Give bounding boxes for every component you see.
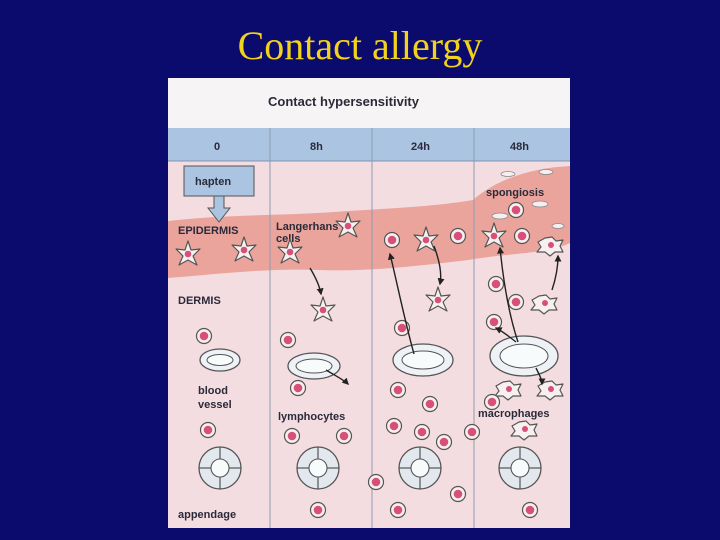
lymphocyte-icon <box>289 379 307 397</box>
spongiosis-gap <box>491 212 509 220</box>
lymphocyte-icon <box>279 331 297 349</box>
hapten-arrow-icon <box>206 195 232 223</box>
hapten-label: hapten <box>195 176 231 188</box>
contact-hypersensitivity-figure: Contact hypersensitivity 0 8h 24h 48h ha… <box>168 78 570 528</box>
lymphocyte-icon <box>421 395 439 413</box>
blood-vessel <box>392 343 454 377</box>
arrow-lc-to-dermis <box>309 267 324 296</box>
lymphocyte-icon <box>485 313 503 331</box>
timepoint-48h: 48h <box>510 141 529 153</box>
migration-arrows <box>309 245 562 386</box>
slide-title: Contact allergy <box>237 23 483 68</box>
lymphocyte-icon <box>435 433 453 451</box>
spongiosis-gap <box>538 169 554 175</box>
lymphocyte-icon <box>487 275 505 293</box>
spongiosis-gap <box>500 171 516 177</box>
langerhans-label-line1: Langerhans' <box>276 221 341 233</box>
arrow-vessel-out <box>494 327 517 343</box>
lymphocyte-icon <box>389 381 407 399</box>
blood-vessel <box>199 348 241 372</box>
appendage-icon <box>296 446 340 490</box>
lymphocyte-icon <box>195 327 213 345</box>
lymphocyte-icon <box>463 423 481 441</box>
hapten-box <box>183 165 255 197</box>
diagram-canvas: Contact hypersensitivity 0 8h 24h 48h ha… <box>168 78 570 528</box>
epidermis-label: EPIDERMIS <box>178 225 239 237</box>
lymphocyte-icon <box>335 427 353 445</box>
appendage-label: appendage <box>178 509 236 521</box>
time-header-band <box>168 128 570 161</box>
timepoint-24h: 24h <box>411 141 430 153</box>
lymphocyte-icon <box>199 421 217 439</box>
lymphocyte-icon <box>521 501 539 519</box>
lymphocyte-icon <box>513 227 531 245</box>
langerhans-label-line2: cells <box>276 233 300 245</box>
macrophages-label: macrophages <box>478 408 550 420</box>
lymphocyte-icon <box>449 227 467 245</box>
blood-vessel <box>287 352 341 380</box>
appendage-icon <box>498 446 542 490</box>
lymphocytes-label: lymphocytes <box>278 411 345 423</box>
timepoint-8h: 8h <box>310 141 323 153</box>
figure-title: Contact hypersensitivity <box>268 94 420 109</box>
arrow-to-lymphocytes <box>325 369 349 385</box>
dermis-label: DERMIS <box>178 295 221 307</box>
lymphocyte-icon <box>385 417 403 435</box>
blood-vessel <box>489 335 559 377</box>
title-band <box>168 78 570 128</box>
appendage-icon <box>398 446 442 490</box>
lymphocyte-icon <box>283 427 301 445</box>
epidermis-layer <box>168 180 570 278</box>
blood-vessel-label-line1: blood <box>198 385 228 397</box>
appendage-icon <box>198 446 242 490</box>
arrow-48h-up-left <box>497 246 519 343</box>
arrow-from-vessel-up <box>387 252 415 355</box>
arrow-to-macrophages <box>535 367 546 386</box>
lymphocyte-icon <box>449 485 467 503</box>
lymphocyte-icon <box>413 423 431 441</box>
lymphocyte-icon <box>483 393 501 411</box>
arrow-lc-down <box>433 245 445 286</box>
lymphocyte-icon <box>389 501 407 519</box>
lymphocyte-icon <box>367 473 385 491</box>
blood-vessel-label-line2: vessel <box>198 399 232 411</box>
lymphocyte-icon <box>383 231 401 249</box>
lymphocyte-icon <box>507 201 525 219</box>
spongiosis-label: spongiosis <box>486 187 544 199</box>
lymphocyte-icon <box>507 293 525 311</box>
arrow-macrophage-up <box>551 254 562 291</box>
timepoint-0: 0 <box>214 141 220 153</box>
lymphocyte-icon <box>309 501 327 519</box>
spongiosis-gap <box>531 200 549 208</box>
spongiosis-gap <box>551 223 565 229</box>
